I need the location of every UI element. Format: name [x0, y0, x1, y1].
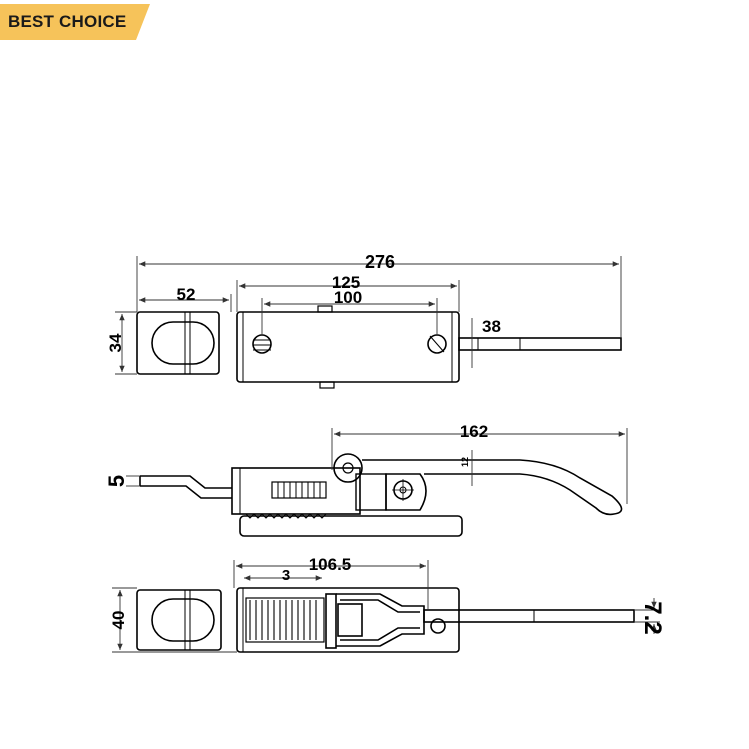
top-view-dimensions	[115, 256, 622, 375]
rod-side	[140, 475, 232, 489]
bottom-view	[136, 587, 635, 653]
side-view-dimensions	[126, 428, 628, 504]
latch-body-bottom	[236, 587, 460, 653]
handle	[362, 459, 623, 516]
spring-window	[271, 481, 327, 499]
bottom-view-dimensions	[112, 560, 660, 653]
dim-rod-diameter: 7.2	[639, 601, 666, 634]
dim-slot-spacing-inner: 100	[334, 288, 362, 307]
spring-coils	[249, 600, 317, 640]
side-view	[139, 453, 623, 537]
best-choice-badge: BEST CHOICE	[0, 4, 150, 40]
latch-body-side	[231, 467, 361, 515]
badge-background	[0, 4, 150, 40]
dim-overall-length: 276	[365, 252, 395, 272]
dim-spring-length: 106.5	[309, 555, 352, 574]
rod-bottom	[423, 609, 635, 623]
dim-spring-wire: 3	[282, 567, 290, 584]
strike-slot	[151, 321, 215, 365]
dim-rod-offset: 38	[482, 317, 501, 336]
dim-plate-width: 52	[177, 285, 196, 304]
dim-rod-thickness: 5	[104, 475, 129, 487]
rod-top	[458, 337, 622, 351]
dim-body-height: 40	[109, 611, 128, 630]
strike-plate-bottom	[136, 589, 222, 651]
badge-label: BEST CHOICE	[8, 12, 127, 31]
strike-plate	[136, 311, 220, 375]
dim-plate-height: 34	[106, 333, 125, 352]
dim-handle-thickness: 12	[460, 457, 470, 467]
dim-slot-spacing-outer: 125	[332, 273, 360, 292]
pivot-lug	[333, 453, 363, 483]
top-view	[136, 305, 622, 389]
base-plate-side	[239, 515, 463, 537]
pivot-pin-bottom	[430, 618, 446, 634]
lever-link	[385, 473, 427, 511]
spring-housing	[245, 597, 325, 643]
dim-handle-length: 162	[460, 422, 488, 441]
